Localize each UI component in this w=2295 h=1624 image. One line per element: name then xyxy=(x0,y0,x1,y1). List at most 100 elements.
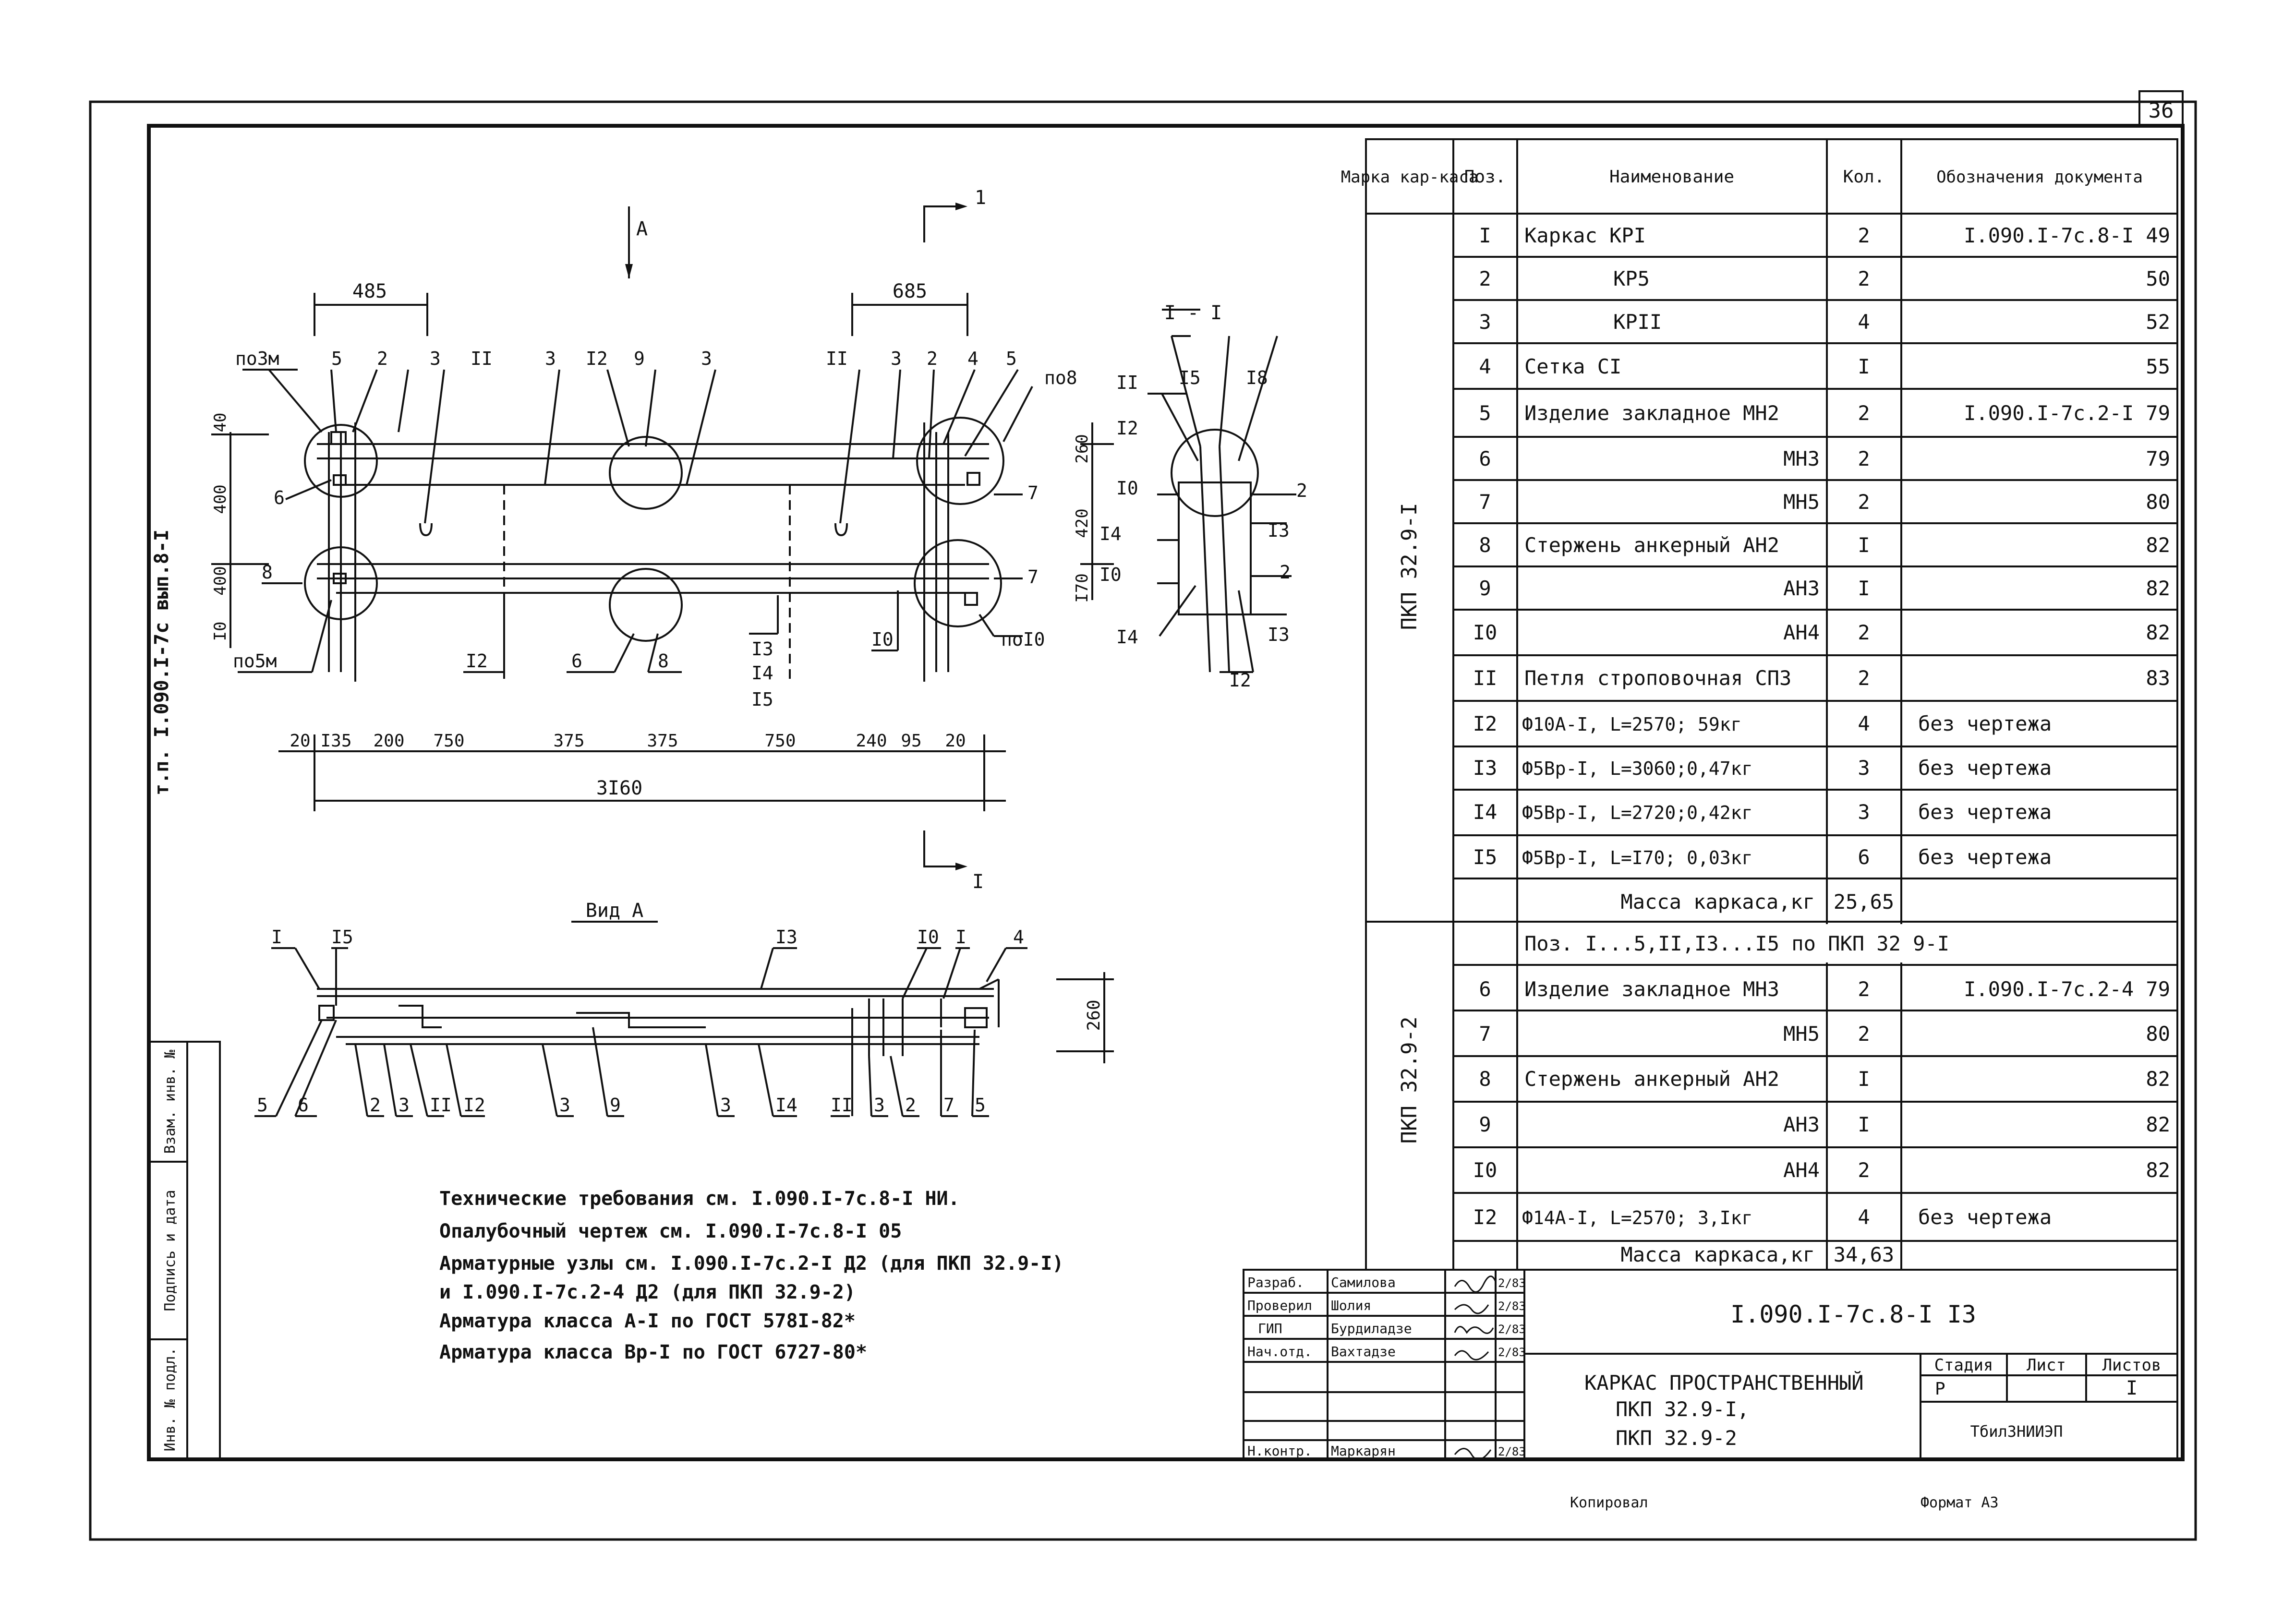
pos-t2: 5 xyxy=(331,348,342,369)
dim-r3: I70 xyxy=(1073,573,1092,602)
note-4: и I.090.I-7с.2-4 Д2 (для ПКП 32.9-2) xyxy=(439,1281,856,1303)
section-labels: II I5 I8 I2 I0 I4 I0 I4 2 I3 2 I3 I2 xyxy=(1099,367,1307,691)
role-3: ГИП xyxy=(1258,1321,1282,1336)
row11-qty: 2 xyxy=(1858,666,1870,690)
sec-l4: I2 xyxy=(1116,418,1138,439)
dim-b2: I35 xyxy=(320,731,351,751)
pos-r1: 7 xyxy=(1027,482,1039,504)
spec-table-grid xyxy=(1365,138,2178,1271)
sec-l3: I8 xyxy=(1246,367,1268,388)
role-4-name: Вахтадзе xyxy=(1331,1344,1396,1359)
page-number-box xyxy=(2138,90,2184,127)
vt1: I xyxy=(271,926,282,948)
left-dims: 40 400 400 I0 xyxy=(211,413,230,641)
plan-view xyxy=(211,205,1114,867)
dim-l4: I0 xyxy=(211,622,230,641)
role-7-date: 2/83 xyxy=(1498,1445,1526,1458)
role-7: Н.контр. xyxy=(1247,1443,1312,1459)
vb13: 2 xyxy=(905,1095,916,1116)
g2-row5-name: АН4 xyxy=(1783,1158,1820,1182)
sheet-label: Лист xyxy=(2027,1356,2066,1375)
sec-l8: I4 xyxy=(1116,626,1138,648)
section-title: I - I xyxy=(1164,302,1222,324)
pos-t12: 2 xyxy=(927,348,938,369)
g2-row4-name: АН3 xyxy=(1783,1113,1820,1136)
sec-l10: I3 xyxy=(1268,520,1290,541)
vt3: I3 xyxy=(775,926,797,948)
dim-b3: 200 xyxy=(373,731,404,751)
g2-row2-doc: 80 xyxy=(2146,1022,2170,1046)
section-mark-top: 1 xyxy=(975,187,986,209)
row3-name: КРII xyxy=(1613,310,1662,334)
row12-name: Ф10А-I, L=2570; 59кг xyxy=(1522,714,1742,735)
g2-row1-pos: 6 xyxy=(1479,977,1491,1001)
row6-pos: 6 xyxy=(1479,447,1491,470)
row2-pos: 2 xyxy=(1479,267,1491,290)
g2-row1-name: Изделие закладное МН3 xyxy=(1524,977,1779,1001)
page-number: 36 xyxy=(2149,98,2174,123)
row15-name: Ф5Вр-I, L=I70; 0,03кг xyxy=(1522,847,1752,868)
vb1: 5 xyxy=(257,1095,268,1116)
g2-row3-qty: I xyxy=(1858,1067,1870,1091)
mass2-value: 34,63 xyxy=(1834,1243,1894,1266)
th-qty: Кол. xyxy=(1843,167,1885,187)
row14-qty: 3 xyxy=(1858,800,1870,824)
sec-l9: 2 xyxy=(1296,480,1307,501)
sec-l6: I4 xyxy=(1099,523,1122,544)
pos-m3: 8 xyxy=(658,650,669,672)
notes: Технические требования см. I.090.I-7с.8-… xyxy=(439,1188,1063,1363)
group2-mark: ПКП 32.9-2 xyxy=(1397,1017,1422,1144)
row5-name: Изделие закладное МН2 xyxy=(1524,401,1779,425)
pos-t14: 5 xyxy=(1006,348,1017,369)
row10-pos: I0 xyxy=(1473,621,1498,644)
g2-row5-pos: I0 xyxy=(1473,1158,1498,1182)
dim-b7: 750 xyxy=(764,731,796,751)
role-3-date: 2/83 xyxy=(1498,1323,1526,1336)
row7-doc: 80 xyxy=(2146,490,2170,514)
row3-qty: 4 xyxy=(1858,310,1870,334)
view-arrow-label: А xyxy=(636,218,648,240)
dim-b6: 375 xyxy=(647,731,678,751)
g2-row4-doc: 82 xyxy=(2146,1113,2170,1136)
vb9: 3 xyxy=(720,1095,731,1116)
g2-row5-qty: 2 xyxy=(1858,1158,1870,1182)
role-1: Разраб. xyxy=(1247,1275,1304,1290)
group2-rows: Поз. I...5,II,I3...I5 по ПКП 32 9-I 6 Из… xyxy=(1473,932,2170,1266)
row3-doc: 52 xyxy=(2146,310,2170,334)
doc-code: I.090.I-7с.8-I I3 xyxy=(1730,1300,1976,1328)
pos-t10: II xyxy=(826,348,848,369)
row8-doc: 82 xyxy=(2146,533,2170,557)
pos-t6: 3 xyxy=(545,348,556,369)
g2-row2-qty: 2 xyxy=(1858,1022,1870,1046)
title-block-grid xyxy=(1243,1269,2178,1460)
outer-border xyxy=(89,100,2197,1541)
binding-strip xyxy=(148,1041,221,1460)
g2-row6-doc: без чертежа xyxy=(1918,1205,2052,1229)
vt5: I xyxy=(955,926,966,948)
row10-qty: 2 xyxy=(1858,621,1870,644)
g2-row4-pos: 9 xyxy=(1479,1113,1491,1136)
row13-doc: без чертежа xyxy=(1918,756,2052,780)
arrow-section-top xyxy=(955,203,967,210)
bottom-dims: 20 I35 200 750 375 375 750 240 95 20 xyxy=(290,731,966,751)
g2-row2-pos: 7 xyxy=(1479,1022,1491,1046)
org-name: ТбилЗНИИЭП xyxy=(1970,1422,2063,1441)
row15-doc: без чертежа xyxy=(1918,845,2052,869)
row6-name: МН3 xyxy=(1783,447,1820,470)
mass1-value: 25,65 xyxy=(1834,890,1894,914)
sec-l11: 2 xyxy=(1280,562,1291,583)
row2-name: КР5 xyxy=(1613,267,1650,290)
row14-pos: I4 xyxy=(1473,800,1498,824)
arrow-a xyxy=(625,264,633,278)
role-1-date: 2/83 xyxy=(1498,1276,1526,1290)
stage-value: Р xyxy=(1935,1379,1945,1399)
pos-t11: 3 xyxy=(891,348,902,369)
pos-m2: 6 xyxy=(571,650,582,672)
row11-pos: II xyxy=(1473,666,1498,690)
vb10: I4 xyxy=(775,1095,797,1116)
pos-t1: по3м xyxy=(235,348,279,369)
view-labels-top: I I5 I3 I0 I 4 xyxy=(271,926,1024,948)
pos-r3: поI0 xyxy=(1001,629,1045,650)
vb5: II xyxy=(430,1095,452,1116)
pos-t13: 4 xyxy=(967,348,978,369)
